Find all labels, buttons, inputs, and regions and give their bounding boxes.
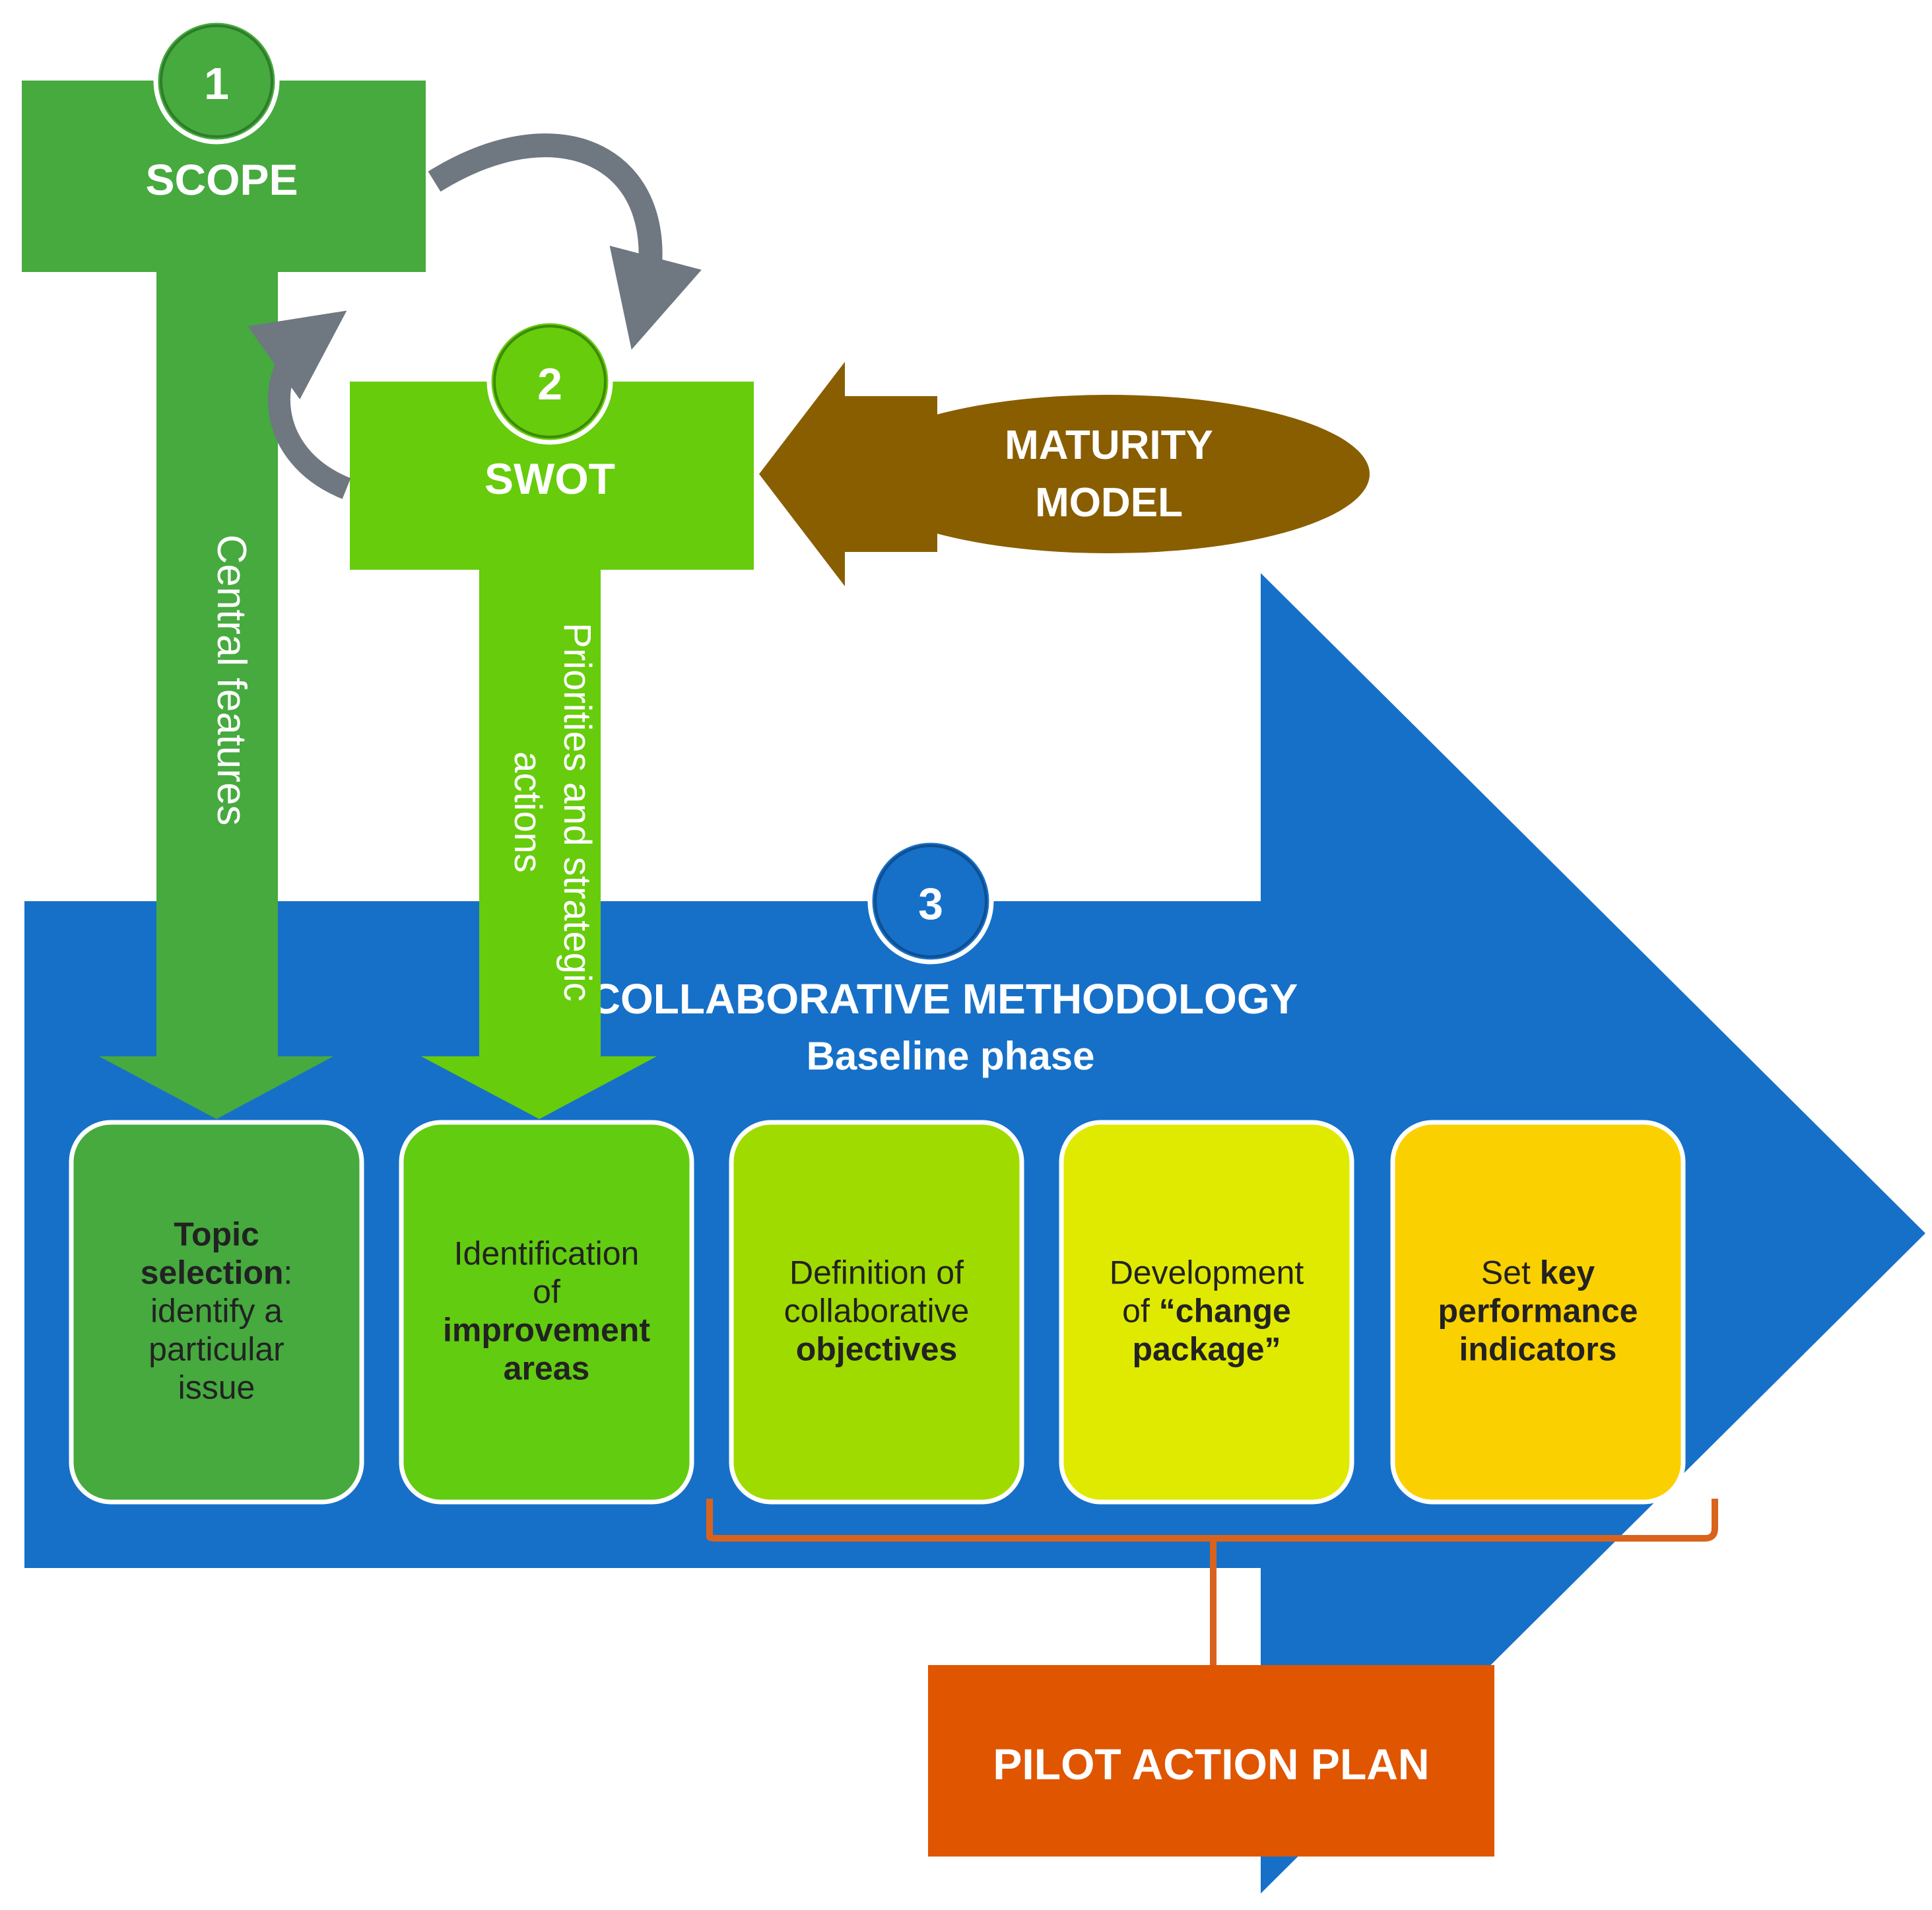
phase-box-text-segment: Definition of [789,1254,964,1291]
phase-box-text-segment: key [1540,1254,1595,1291]
phase-box-text-segment: objectives [796,1331,958,1368]
phase-box-text-segment: Topic [174,1216,259,1253]
phase-box-5-line-2: performance [1438,1293,1638,1330]
phase-box-bg [69,1120,364,1505]
phase-box-1-line-2: selection: [141,1254,293,1291]
scope-arrow [22,81,426,1119]
phase-box-1-line-4: particular [149,1331,284,1368]
scope-title: SCOPE [145,155,298,204]
pilot-action-plan-label: PILOT ACTION PLAN [993,1740,1429,1789]
maturity-line2: MODEL [1035,480,1183,526]
phase-box-2-line-3: improvement [443,1312,650,1349]
step2-badge: 2 [486,318,613,445]
maturity-model-pointer [759,362,1370,586]
phase-box-bg [1059,1120,1354,1505]
phase-box-text-segment: “change [1159,1293,1291,1330]
phase-box-3-line-3: objectives [796,1331,958,1368]
phase-box-text-segment: of [533,1274,560,1311]
priorities-label-line1: Priorities and strategic [556,623,599,1002]
phase-box-bg [1390,1120,1686,1505]
phase-box-text-segment: : [283,1254,292,1291]
methodology-subtitle: Baseline phase [807,1034,1095,1078]
phase-box-text-segment: improvement [443,1312,650,1349]
phase-box-text-segment: areas [504,1350,590,1387]
phase-box-text-segment: Development [1110,1254,1304,1291]
cycle-arrow-swot-to-scope [248,310,351,499]
phase-box-1-line-1: Topic [174,1216,259,1253]
phase-box-2-line-4: areas [504,1350,590,1387]
phase-box-text-segment: Identification [454,1235,640,1272]
methodology-title: COLLABORATIVE METHODOLOGY [590,975,1298,1023]
phase-box-5-line-1: Set key [1481,1254,1595,1291]
maturity-line1: MATURITY [1005,423,1213,468]
phase-box-text-segment: indicators [1459,1331,1617,1368]
step1-badge: 1 [153,18,280,145]
phase-box-1-line-5: issue [178,1369,255,1406]
phase-box-bg [729,1120,1024,1505]
phase-box-4-line-2: of “change [1122,1293,1291,1330]
step2-number: 2 [537,359,562,409]
phase-box-text-segment: issue [178,1369,255,1406]
swot-title: SWOT [484,454,615,503]
phase-box-5-line-3: indicators [1459,1331,1617,1368]
phase-box-2-line-1: Identification [454,1235,640,1272]
phase-box-2-line-2: of [533,1274,560,1311]
phase-box-text-segment: package” [1132,1331,1281,1368]
phase-box-text-segment: of [1122,1293,1159,1330]
phase-box-4-line-1: Development [1110,1254,1304,1291]
cycle-arrow-scope-to-swot [428,133,702,350]
phase-box-text-segment: Set [1481,1254,1540,1291]
swot-arrow [350,382,754,1119]
phase-box-text-segment: selection [141,1254,284,1291]
phase-box-3-line-1: Definition of [789,1254,964,1291]
pilot-action-plan-box [928,1665,1494,1857]
phase-box-text-segment: particular [149,1331,284,1368]
phase-box-1-line-3: identify a [150,1293,283,1330]
phase-box-text-segment: collaborative [784,1293,970,1330]
priorities-label-line2: actions [506,751,549,873]
phase-box-3-line-2: collaborative [784,1293,970,1330]
phase-box-text-segment: identify a [150,1293,283,1330]
step3-badge: 3 [867,838,994,965]
phase-box-bg [399,1120,694,1505]
central-features-label: Central features [209,534,254,825]
phase-box-4-line-3: package” [1132,1331,1281,1368]
phase-box-text-segment: performance [1438,1293,1638,1330]
step3-number: 3 [918,879,943,929]
step1-number: 1 [204,59,229,109]
